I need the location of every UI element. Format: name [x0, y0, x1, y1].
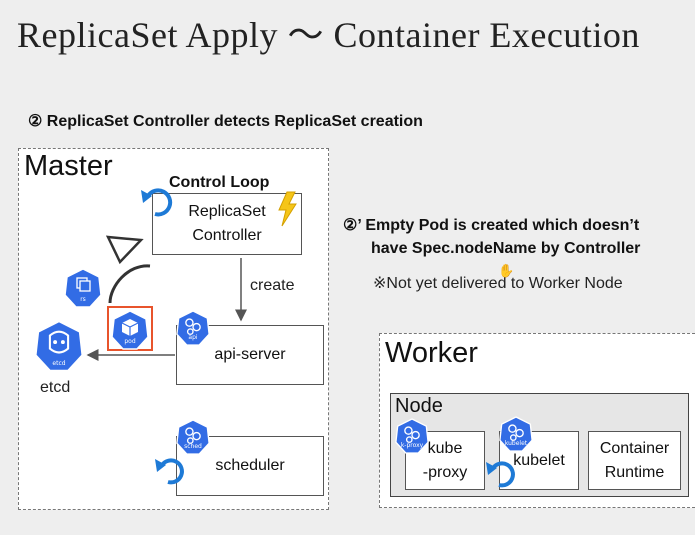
api-icon: api	[176, 310, 210, 346]
sched-icon-label: sched	[184, 443, 202, 450]
kubelet-label: kubelet	[513, 451, 565, 469]
container-runtime-box: Container Runtime	[588, 431, 681, 490]
replicaset-controller-box: ReplicaSet Controller	[152, 193, 302, 255]
step-heading: ② ReplicaSet Controller detects ReplicaS…	[28, 113, 423, 130]
hand-cursor-icon: ✋	[498, 263, 515, 278]
master-label: Master	[24, 150, 113, 182]
kube-proxy-icon-label: k-proxy	[400, 442, 424, 449]
controller-line2: Controller	[192, 227, 262, 244]
api-icon-label: api	[188, 334, 198, 341]
controller-line1: ReplicaSet	[188, 203, 266, 220]
scheduler-label: scheduler	[215, 457, 285, 474]
rs-icon: rs	[64, 268, 102, 308]
kube-proxy-line2: -proxy	[422, 463, 468, 481]
rs-icon-label: rs	[80, 296, 86, 303]
worker-label: Worker	[385, 337, 478, 369]
node-label: Node	[395, 395, 443, 417]
create-label: create	[250, 277, 295, 294]
runtime-line1: Container	[599, 439, 670, 457]
note-line3: ※Not yet delivered to Worker Node	[373, 275, 623, 292]
control-loop-label: Control Loop	[169, 174, 270, 191]
etcd-icon: etcd	[34, 320, 84, 372]
kube-proxy-icon: k-proxy	[395, 418, 429, 454]
pod-icon: pod	[111, 310, 149, 350]
api-server-label: api-server	[214, 346, 286, 363]
etcd-label: etcd	[40, 379, 71, 396]
pod-icon-label: pod	[124, 338, 136, 345]
runtime-line2: Runtime	[604, 463, 665, 481]
kube-proxy-line1: kube	[427, 439, 463, 457]
kubelet-icon-label: kubelet	[504, 440, 528, 447]
kubelet-icon: kubelet	[499, 416, 533, 452]
sched-icon: sched	[176, 419, 210, 455]
scheduler-box: scheduler	[176, 436, 324, 496]
etcd-icon-label: etcd	[52, 360, 66, 367]
note-line1: ②’ Empty Pod is created which doesn’t	[343, 217, 640, 234]
note-line2: have Spec.nodeName by Controller	[371, 240, 641, 257]
slide-title: ReplicaSet Apply 〜 Container Execution	[17, 15, 640, 55]
